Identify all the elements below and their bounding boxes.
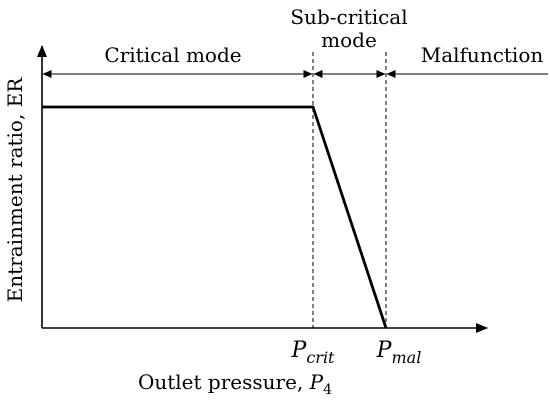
p-mal-label: Pmal [376,338,422,367]
critical-mode-label: Critical mode [104,43,241,67]
subcritical-mode-label-line1: Sub-critical [290,5,407,29]
x-axis-label-symbol: P [309,370,324,394]
x-axis-label-subscript: 4 [323,382,332,398]
p-mal-subscript: mal [391,348,421,367]
p-crit-subscript: crit [306,348,335,367]
x-axis-label: Outlet pressure, P4 [138,370,332,398]
subcritical-mode-label-line2: mode [321,28,377,52]
x-axis-label-text: Outlet pressure, [138,370,310,394]
p-mal-symbol: P [376,338,393,363]
malfunction-label: Malfunction [421,43,544,67]
p-crit-symbol: P [291,338,308,363]
y-axis-label: Entrainment ratio, ER [3,77,27,303]
p-crit-label: Pcrit [291,338,336,367]
entrainment-ratio-curve [42,105,388,329]
